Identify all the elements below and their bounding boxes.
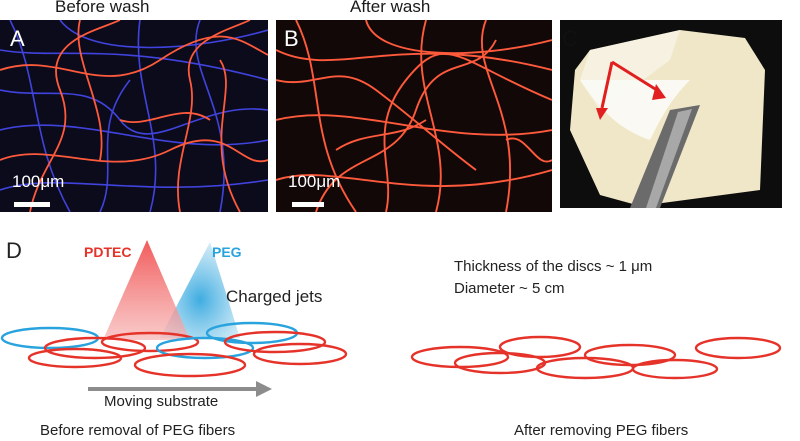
disc-photo: [570, 30, 765, 208]
panel-a-image: A 100μm: [0, 20, 268, 212]
pdtec-label: PDTEC: [84, 244, 132, 260]
panel-d-letter: D: [6, 238, 22, 263]
thickness-text: Thickness of the discs ~ 1 μm: [454, 258, 653, 275]
panel-a-scale-bar: [14, 202, 50, 207]
peg-label: PEG: [212, 244, 242, 260]
panel-a-scale-label: 100μm: [12, 172, 65, 191]
panel-b-image: B 100μm: [276, 20, 552, 212]
panel-c-photo: C: [560, 20, 782, 208]
panel-a-letter: A: [10, 26, 25, 51]
moving-substrate-label: Moving substrate: [104, 393, 219, 410]
peg-jet-cone: [160, 242, 240, 338]
panel-b-scale-label: 100μm: [288, 172, 341, 191]
panel-b-title: After wash: [350, 0, 431, 16]
electrospinning-diagram: [0, 240, 782, 397]
left-caption: Before removal of PEG fibers: [40, 422, 236, 439]
fiber-micrograph-a: [0, 20, 268, 212]
diameter-text: Diameter ~ 5 cm: [454, 280, 565, 297]
pdtec-jet-cone: [103, 240, 190, 340]
right-caption: After removing PEG fibers: [514, 422, 689, 439]
arrow-head-icon: [256, 381, 272, 397]
right-disc-stack: [410, 335, 782, 380]
panel-b-letter: B: [284, 26, 299, 51]
fiber-micrograph-b: [276, 20, 552, 212]
panel-a-title: Before wash: [55, 0, 150, 16]
panel-c-letter: C: [562, 26, 578, 51]
panel-b-scale-bar: [292, 202, 324, 207]
charged-jets-label: Charged jets: [226, 287, 323, 306]
left-disc-stack: [0, 321, 348, 378]
